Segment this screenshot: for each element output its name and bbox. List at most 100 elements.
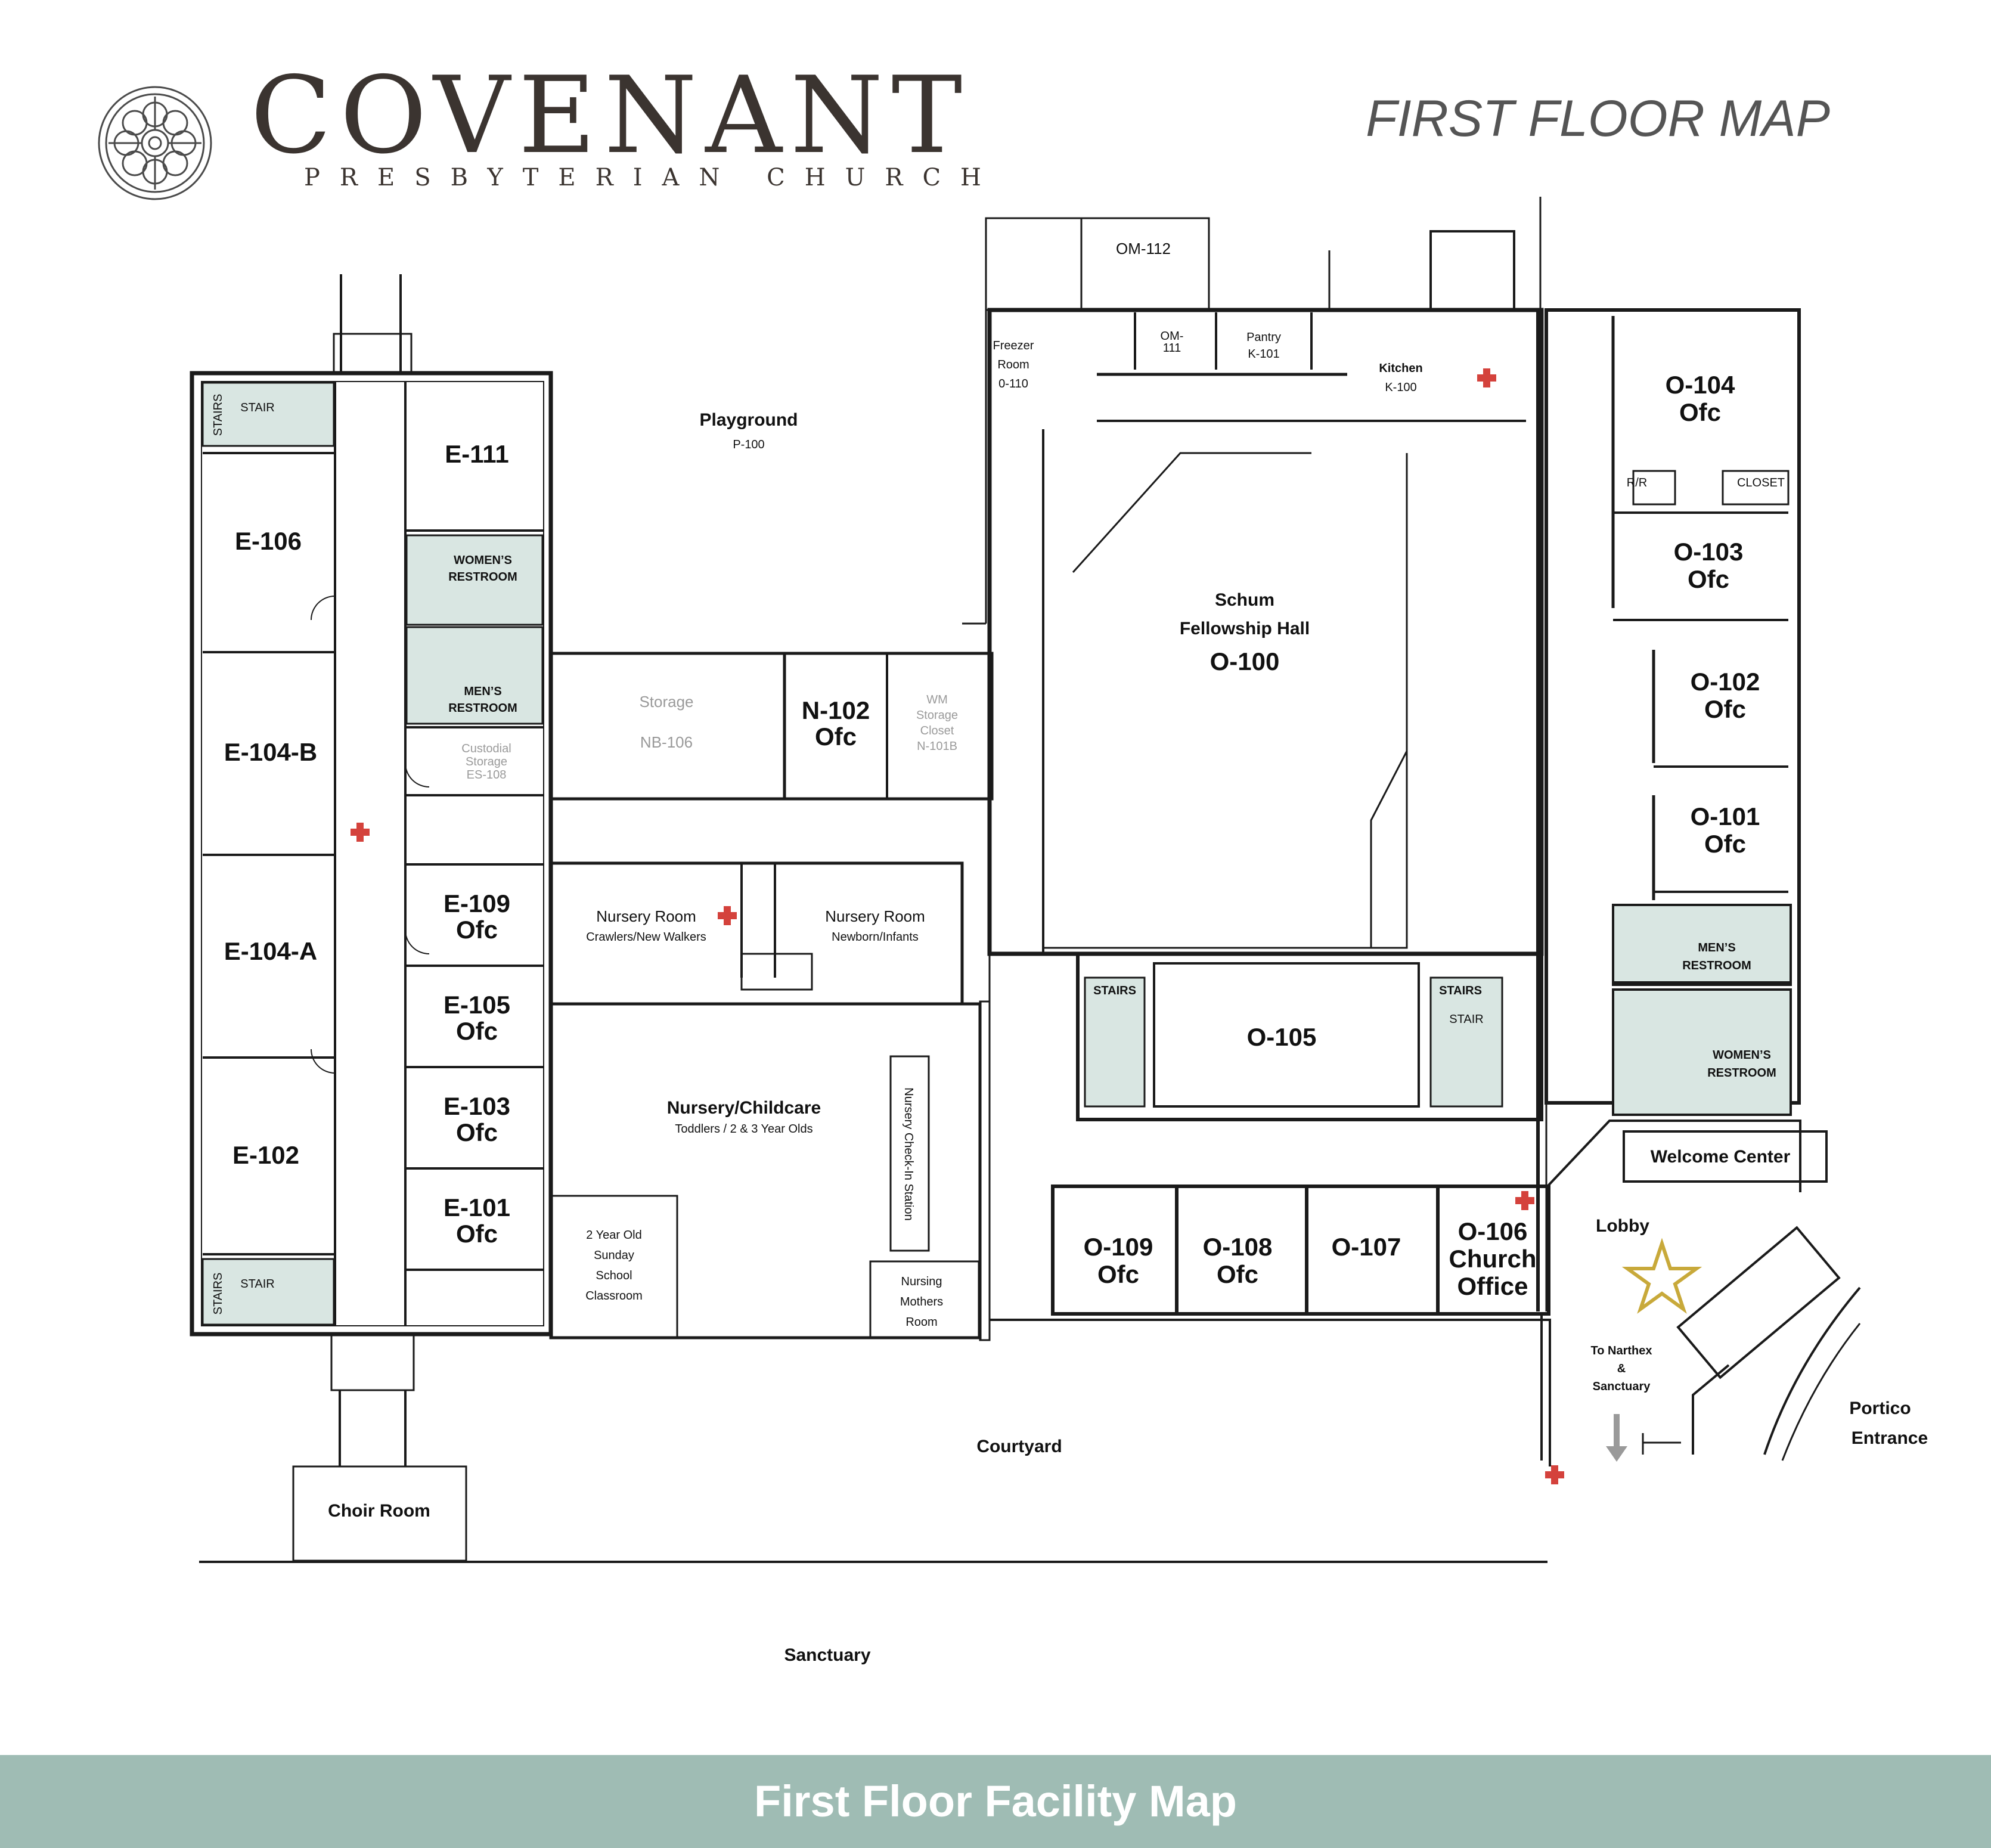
sanctuary-label: Sanctuary (784, 1645, 870, 1665)
svg-text:Room: Room (997, 358, 1029, 371)
nursery-room-infants: Nursery Room (825, 907, 925, 925)
room-om112: OM-112 (1116, 240, 1171, 258)
kitchen-code: K-100 (1385, 381, 1416, 394)
room-e109: E-109 (444, 889, 510, 917)
narthex-label: To Narthex (1591, 1344, 1652, 1357)
womens-restroom-label: WOMEN’S (1713, 1049, 1771, 1062)
svg-text:0-110: 0-110 (998, 377, 1028, 390)
stair-tag: STAIR (240, 401, 274, 414)
svg-text:Ofc: Ofc (456, 1118, 498, 1146)
svg-text:K-101: K-101 (1248, 348, 1279, 361)
first-aid-icon (1545, 1465, 1564, 1484)
footer-title: First Floor Facility Map (754, 1776, 1237, 1826)
svg-text:Ofc: Ofc (815, 723, 857, 751)
stairs-bottom-left (201, 1258, 335, 1326)
portico-label: Portico (1849, 1399, 1911, 1418)
svg-text:RESTROOM: RESTROOM (1682, 959, 1751, 972)
svg-text:&: & (1617, 1362, 1626, 1375)
kitchen-label: Kitchen (1379, 362, 1422, 375)
room-e104a: E-104-A (224, 937, 317, 965)
room-o106: O-106 (1458, 1217, 1528, 1245)
stairs-label: STAIRS (212, 1273, 225, 1315)
svg-text:Ofc: Ofc (1704, 695, 1746, 723)
room-o105: O-105 (1247, 1023, 1317, 1051)
stairs-label: STAIRS (1439, 984, 1482, 997)
nursing-mothers-room (869, 1260, 980, 1339)
choir-room-label: Choir Room (328, 1501, 430, 1521)
south-o-offices (988, 954, 1551, 1466)
sunday-school-classroom (550, 1195, 678, 1339)
north-wing (549, 218, 994, 1341)
svg-text:Ofc: Ofc (1704, 830, 1746, 858)
womens-restroom-east (405, 534, 544, 626)
room-o109: O-109 (1084, 1233, 1153, 1261)
stairs-label: STAIRS (212, 394, 225, 436)
svg-text:Ofc: Ofc (456, 916, 498, 944)
svg-text:Mothers: Mothers (900, 1295, 943, 1309)
schum-fellowship-hall: Schum (1215, 590, 1274, 610)
room-o101: O-101 (1691, 802, 1760, 830)
svg-text:N-101B: N-101B (917, 740, 957, 753)
playground-label: Playground (699, 410, 798, 430)
room-om111: OM- (1161, 330, 1184, 343)
svg-text:Storage: Storage (466, 755, 507, 768)
svg-text:Entrance: Entrance (1852, 1428, 1928, 1448)
welcome-center-desk (1623, 1130, 1828, 1183)
womens-restroom-o (1612, 988, 1792, 1116)
storage-code: NB-106 (640, 733, 693, 751)
footer-band: First Floor Facility Map (0, 1755, 1991, 1848)
first-aid-icon (1515, 1191, 1534, 1210)
svg-text:Ofc: Ofc (1097, 1260, 1139, 1288)
svg-text:Closet: Closet (920, 724, 954, 737)
room-n102: N-102 (802, 696, 870, 724)
svg-text:Ofc: Ofc (456, 1017, 498, 1045)
sunday-school-label: 2 Year Old (586, 1229, 641, 1242)
room-e111: E-111 (445, 440, 508, 468)
brand-name: COVENANT (250, 54, 971, 177)
womens-restroom-label: WOMEN’S (454, 554, 512, 567)
nursery-childcare-sub: Toddlers / 2 & 3 Year Olds (675, 1123, 812, 1136)
room-e106: E-106 (235, 527, 302, 555)
fellowship-hall-block (985, 197, 1547, 1311)
nursery-room-crawlers: Nursery Room (596, 907, 696, 925)
stairs-label: STAIRS (1093, 984, 1136, 997)
map-title: FIRST FLOOR MAP (1366, 90, 1830, 147)
wm-storage-label: WM (926, 693, 948, 706)
room-o108: O-108 (1203, 1233, 1273, 1261)
room-o107: O-107 (1332, 1233, 1401, 1261)
stairs-o-left (1084, 976, 1146, 1108)
svg-text:Fellowship Hall: Fellowship Hall (1180, 619, 1310, 638)
brand-subtitle: PRESBYTERIAN CHURCH (304, 164, 1001, 191)
svg-text:Ofc: Ofc (456, 1220, 498, 1248)
rose-window-logo-icon (98, 86, 212, 200)
storage-label: Storage (639, 693, 693, 711)
first-aid-icon (718, 906, 737, 925)
schum-code: O-100 (1210, 647, 1280, 675)
east-wing (190, 274, 553, 1466)
nursing-mothers-label: Nursing (901, 1275, 942, 1288)
stairs-top-left (201, 382, 335, 447)
svg-text:Ofc: Ofc (1217, 1260, 1258, 1288)
lobby-area (1546, 1120, 1861, 1462)
svg-text:Room: Room (905, 1316, 937, 1329)
header: COVENANT PRESBYTERIAN CHURCH FIRST FLOOR… (0, 0, 1991, 200)
stair-tag: STAIR (1449, 1013, 1483, 1026)
svg-text:Sanctuary: Sanctuary (1593, 1380, 1651, 1393)
nursery-room-crawlers-sub: Crawlers/New Walkers (586, 931, 706, 944)
svg-text:111: 111 (1163, 342, 1181, 355)
svg-text:ES-108: ES-108 (467, 768, 507, 782)
stairs-o-right (1429, 976, 1503, 1108)
room-o104: O-104 (1666, 371, 1735, 399)
svg-text:Storage: Storage (916, 709, 958, 722)
welcome-center-label: Welcome Center (1651, 1147, 1791, 1167)
stair-tag: STAIR (240, 1278, 274, 1291)
room-e102: E-102 (232, 1141, 299, 1169)
svg-text:Classroom: Classroom (585, 1289, 643, 1303)
custodial-label: Custodial (461, 742, 511, 755)
nursery-room-infants-sub: Newborn/Infants (832, 931, 919, 944)
svg-text:RESTROOM: RESTROOM (1707, 1066, 1776, 1080)
womens-restroom-label: RESTROOM (448, 570, 517, 584)
svg-text:School: School (596, 1269, 632, 1282)
rr-tag: R/R (1627, 476, 1647, 489)
freezer-label: Freezer (993, 339, 1034, 352)
